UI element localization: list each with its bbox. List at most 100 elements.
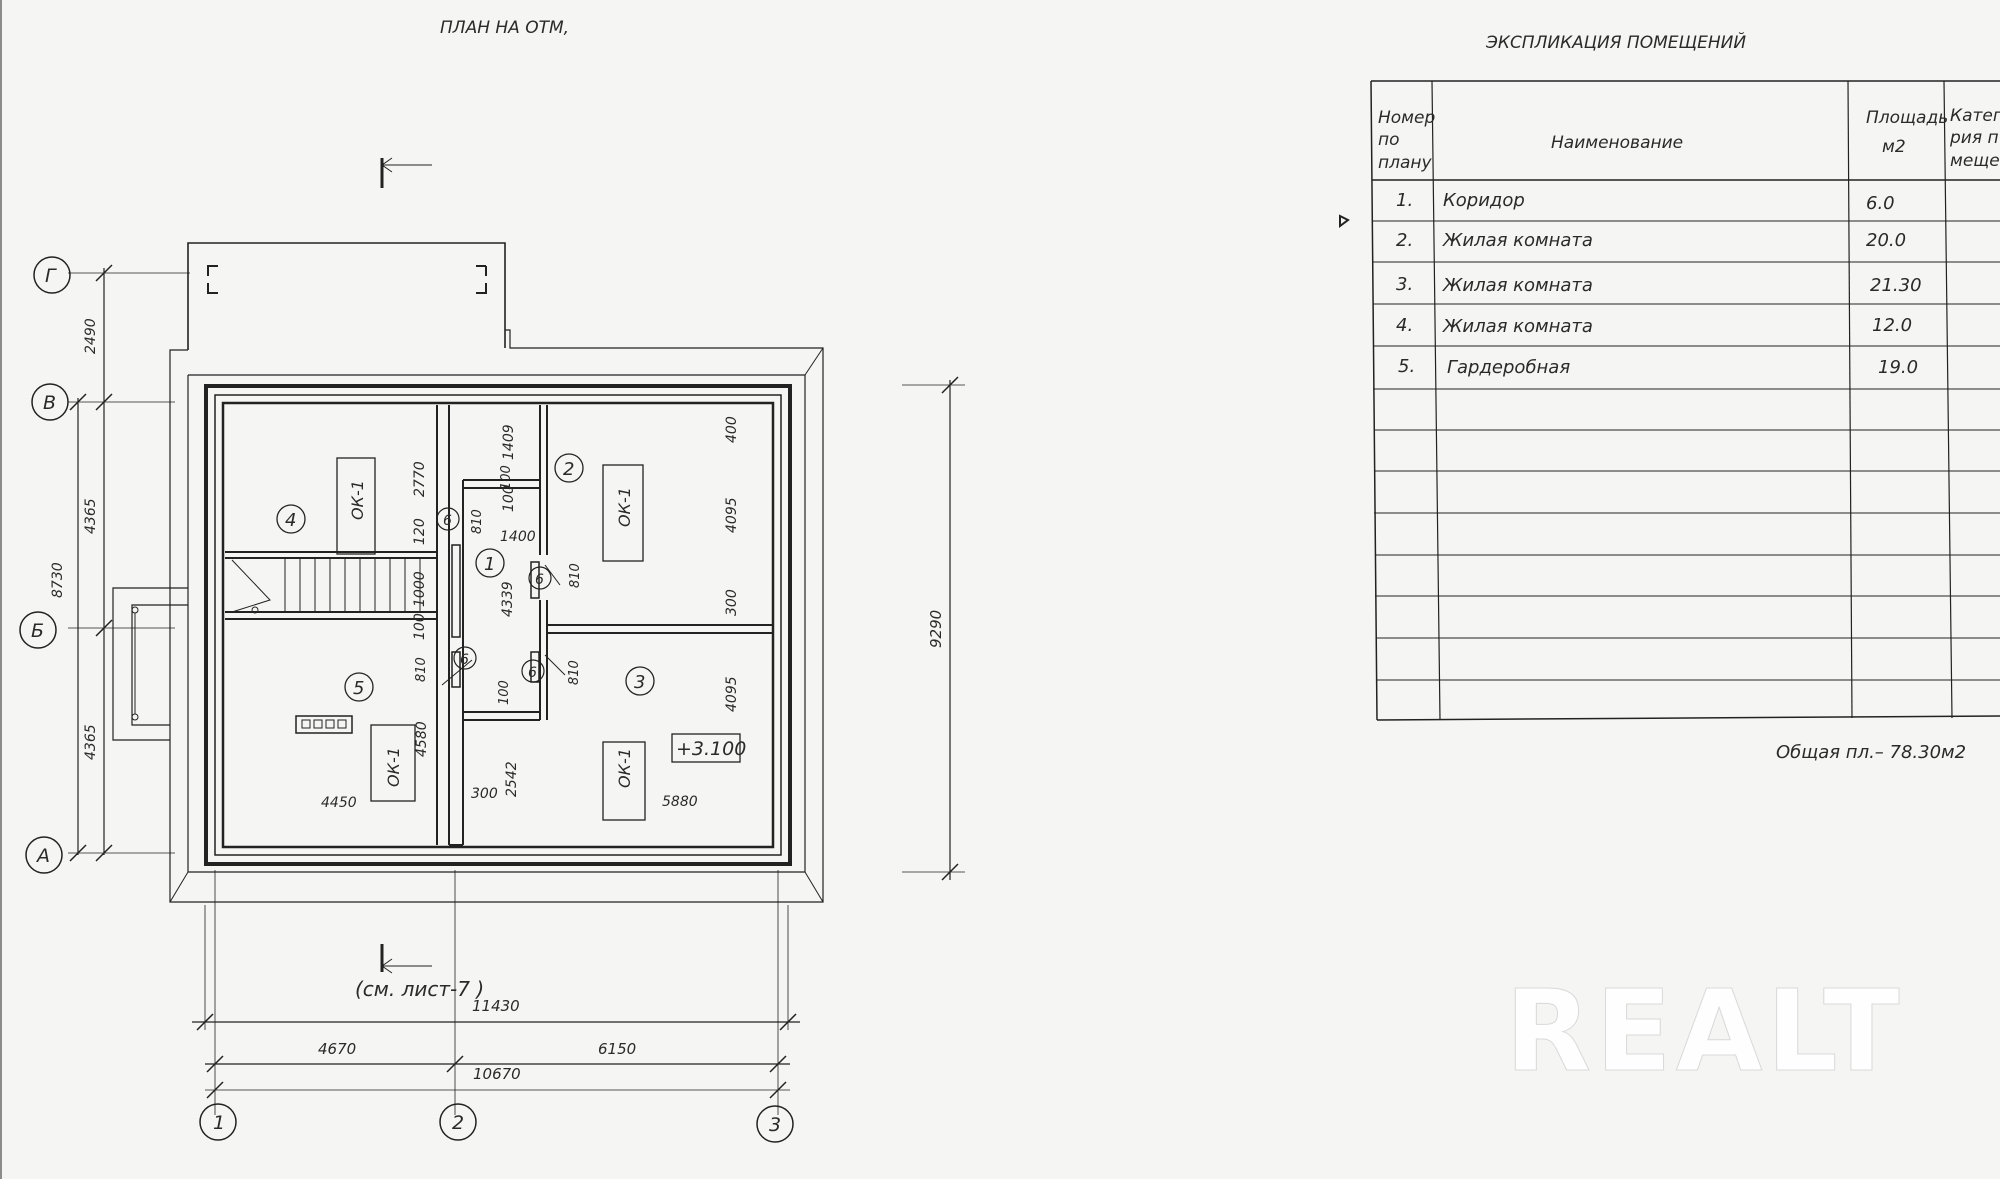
elevation-label: +3.100 [676,738,746,760]
axis-row-A: А [35,845,50,867]
svg-text:Коридор: Коридор [1443,190,1525,211]
explication-table [1339,80,2000,721]
room-number-3: 3 [634,672,645,693]
room-number-4: 4 [285,510,296,531]
svg-text:20.0: 20.0 [1866,230,1906,251]
inner-dimensions: 2770 120 1000 100 810 1409 100 1400 4339… [321,405,740,811]
svg-text:3.: 3. [1396,274,1413,295]
room-number-1: 1 [484,554,495,575]
svg-text:100: 100 [497,680,512,705]
dim-4365-top: 4365 [83,498,99,534]
dim-2490: 2490 [83,318,99,354]
dim-4365-bottom: 4365 [83,724,99,760]
window-mark-room5: ОК-1 [384,747,403,787]
svg-text:1.: 1. [1396,190,1413,211]
svg-text:2542: 2542 [504,761,520,797]
svg-text:400: 400 [724,416,740,443]
staircase [231,558,421,614]
plan-title: ПЛАН НА ОТМ, [440,18,569,38]
window-mark-room3: ОК-1 [615,748,634,788]
svg-text:4580: 4580 [414,721,430,757]
svg-text:4339: 4339 [500,581,516,617]
room-numbers: 1 2 3 4 5 [276,453,655,702]
explication-title: ЭКСПЛИКАЦИЯ ПОМЕЩЕНИЙ [1485,31,1746,53]
svg-text:м2: м2 [1882,137,1906,157]
room-number-2: 2 [563,459,574,480]
svg-text:810: 810 [414,657,429,682]
dim-10670: 10670 [473,1065,521,1083]
door-mark: 6 [528,665,537,681]
svg-text:2770: 2770 [412,461,428,497]
svg-text:12.0: 12.0 [1872,315,1912,336]
svg-text:4095: 4095 [724,497,740,533]
dim-4670: 4670 [318,1040,356,1058]
svg-text:1400: 1400 [500,529,536,545]
elevation-box [671,733,741,763]
fixture-symbol [295,715,353,734]
bottom-dimensions: 11430 4670 6150 10670 (см. лист-7 ) [192,870,800,1115]
explication-row: 2. Жилая комната 20.0 [1396,230,1906,251]
svg-text:4095: 4095 [724,676,740,712]
svg-text:Наименование: Наименование [1551,133,1683,153]
axis-col-1: 1 [213,1112,225,1134]
sheet-reference: (см. лист-7 ) [355,977,484,1001]
svg-text:Катег: Катег [1950,106,2000,126]
svg-text:4450: 4450 [321,795,357,811]
svg-text:100: 100 [412,613,428,640]
svg-text:Жилая комната: Жилая комната [1442,230,1593,251]
svg-text:мещен: мещен [1950,151,2000,171]
svg-text:по: по [1378,130,1400,150]
svg-text:1000: 1000 [412,571,428,607]
axis-row-B: Б [31,620,44,642]
axis-col-3: 3 [769,1114,781,1136]
window-mark-room2: ОК-1 [615,487,634,527]
dim-6150: 6150 [598,1040,636,1058]
explication-row: 4. Жилая комната 12.0 [1396,315,1912,337]
axis-row-V: В [43,392,56,414]
right-dimension: 9290 [902,376,965,881]
explication-row: 5. Гардеробная 19.0 [1398,356,1918,378]
svg-text:6.0: 6.0 [1866,193,1895,214]
svg-text:плану: плану [1378,153,1433,173]
axis-row-G: Г [45,265,57,287]
svg-text:21.30: 21.30 [1870,275,1922,296]
svg-text:Жилая комната: Жилая комната [1442,316,1593,337]
svg-text:2.: 2. [1396,230,1413,251]
axis-col-2: 2 [452,1112,464,1134]
door-mark: 6 [535,572,544,588]
explication-row: 3. Жилая комната 21.30 [1396,274,1922,296]
svg-text:120: 120 [412,518,428,545]
svg-text:Номер: Номер [1378,108,1435,128]
exterior-walls [204,384,792,866]
left-dimension-chain: 2490 4365 8730 4365 [50,264,190,862]
explication-row: 1. Коридор 6.0 [1396,190,1895,214]
svg-text:5880: 5880 [662,794,698,810]
section-marker-bottom [380,944,432,974]
svg-text:Жилая комната: Жилая комната [1442,275,1593,296]
dim-11430: 11430 [472,997,520,1015]
svg-text:810: 810 [568,563,583,588]
svg-text:рия п: рия п [1949,128,1999,148]
svg-text:1409: 1409 [501,424,517,460]
svg-text:5.: 5. [1398,356,1415,377]
svg-text:810: 810 [567,660,582,685]
column-axes: 1 2 3 [199,1103,794,1143]
explication-header: Номер по плану Наименование Площадь м2 К… [1378,106,2000,173]
svg-text:100: 100 [499,465,514,490]
door-mark: 6 [460,652,469,668]
window-marks: ОК-1 ОК-1 ОК-1 ОК-1 [336,457,646,821]
svg-text:Площадь: Площадь [1866,108,1948,128]
svg-text:100: 100 [501,485,517,512]
building-outline [112,242,824,903]
row-axes: Г В Б А [19,256,71,874]
dim-9290: 9290 [927,610,945,648]
dim-8730: 8730 [50,562,66,598]
svg-text:300: 300 [724,589,740,616]
svg-text:4.: 4. [1396,315,1413,336]
svg-text:19.0: 19.0 [1878,357,1918,378]
svg-text:Гардеробная: Гардеробная [1447,357,1570,378]
section-marker-top [380,157,432,188]
room-number-5: 5 [353,678,364,699]
